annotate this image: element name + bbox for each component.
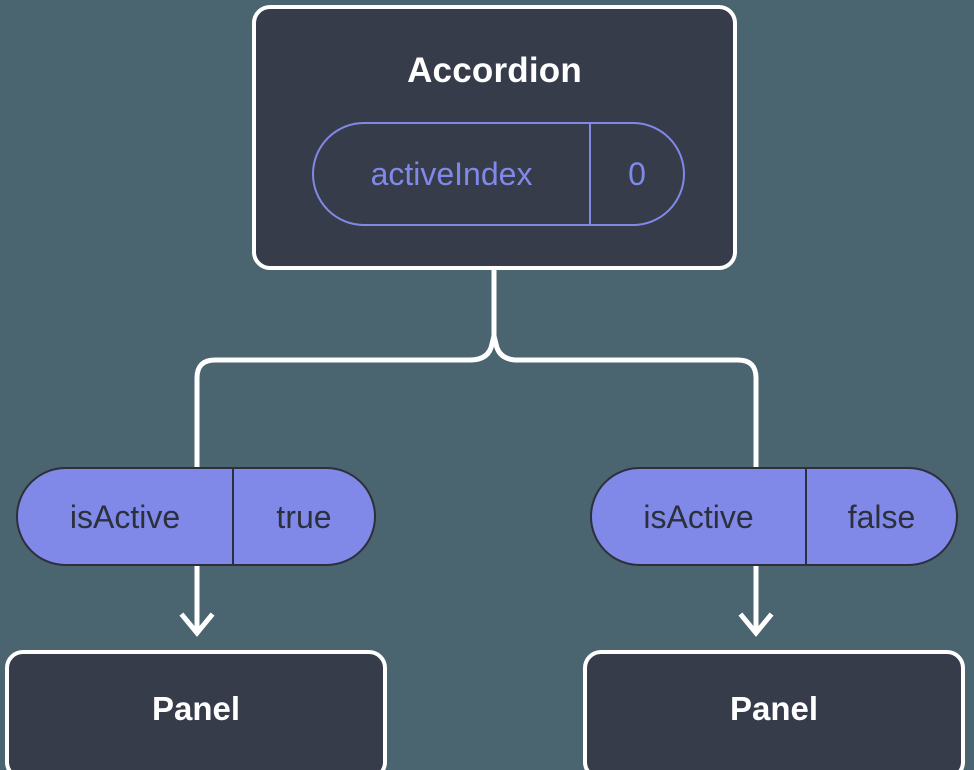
accordion-title: Accordion (407, 51, 582, 90)
panel-title: Panel (729, 690, 819, 727)
accordion-component-node[interactable]: Accordion activeIndex 0 (252, 5, 737, 270)
prop-pill-key: isActive (643, 498, 754, 535)
prop-pill-key: isActive (69, 498, 181, 535)
prop-pill-value: true (232, 469, 374, 564)
connector-bracket (194, 333, 759, 467)
panel-title: Panel (151, 690, 241, 727)
prop-pill-is-active-true[interactable]: isActive true (16, 467, 376, 566)
prop-pill-is-active-false[interactable]: isActive false (590, 467, 958, 566)
panel-component-node-left[interactable]: Panel (5, 650, 387, 770)
state-pill-value: 0 (589, 124, 683, 224)
arrowhead-right-icon (738, 612, 774, 637)
panel-component-node-right[interactable]: Panel (583, 650, 965, 770)
state-pill-active-index[interactable]: activeIndex 0 (312, 122, 685, 226)
prop-pill-value: false (805, 469, 956, 564)
state-pill-key: activeIndex (370, 156, 533, 192)
arrowhead-left-icon (179, 612, 215, 637)
